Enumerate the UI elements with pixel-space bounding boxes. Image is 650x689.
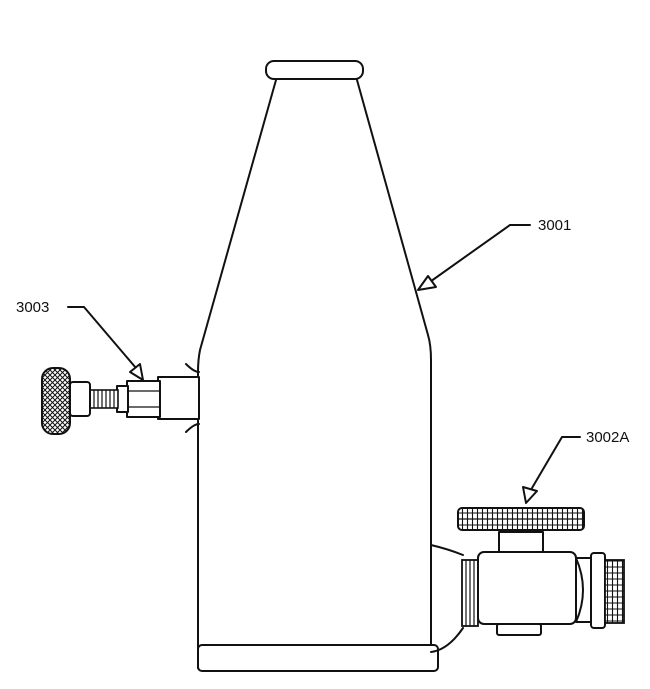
- side-valve: [41, 363, 200, 435]
- bottle-rim: [265, 60, 364, 80]
- hex-nut: [126, 380, 161, 418]
- right-thread: [604, 559, 625, 624]
- label-3001: 3001: [538, 217, 571, 234]
- bottle-base: [197, 644, 439, 672]
- valve-body: [477, 551, 577, 625]
- label-3002a: 3002A: [586, 429, 629, 446]
- knurled-knob: [41, 367, 71, 435]
- valve-stem: [498, 531, 544, 553]
- leader-3002a: [522, 436, 581, 504]
- threaded-stem: [89, 389, 119, 409]
- leader-3001: [417, 224, 531, 291]
- label-3003: 3003: [16, 299, 49, 316]
- bottle-body: [197, 60, 439, 672]
- outlet-valve: [430, 507, 625, 653]
- side-port-tube: [157, 376, 200, 420]
- left-coupling: [461, 559, 479, 627]
- leader-3003: [67, 306, 144, 381]
